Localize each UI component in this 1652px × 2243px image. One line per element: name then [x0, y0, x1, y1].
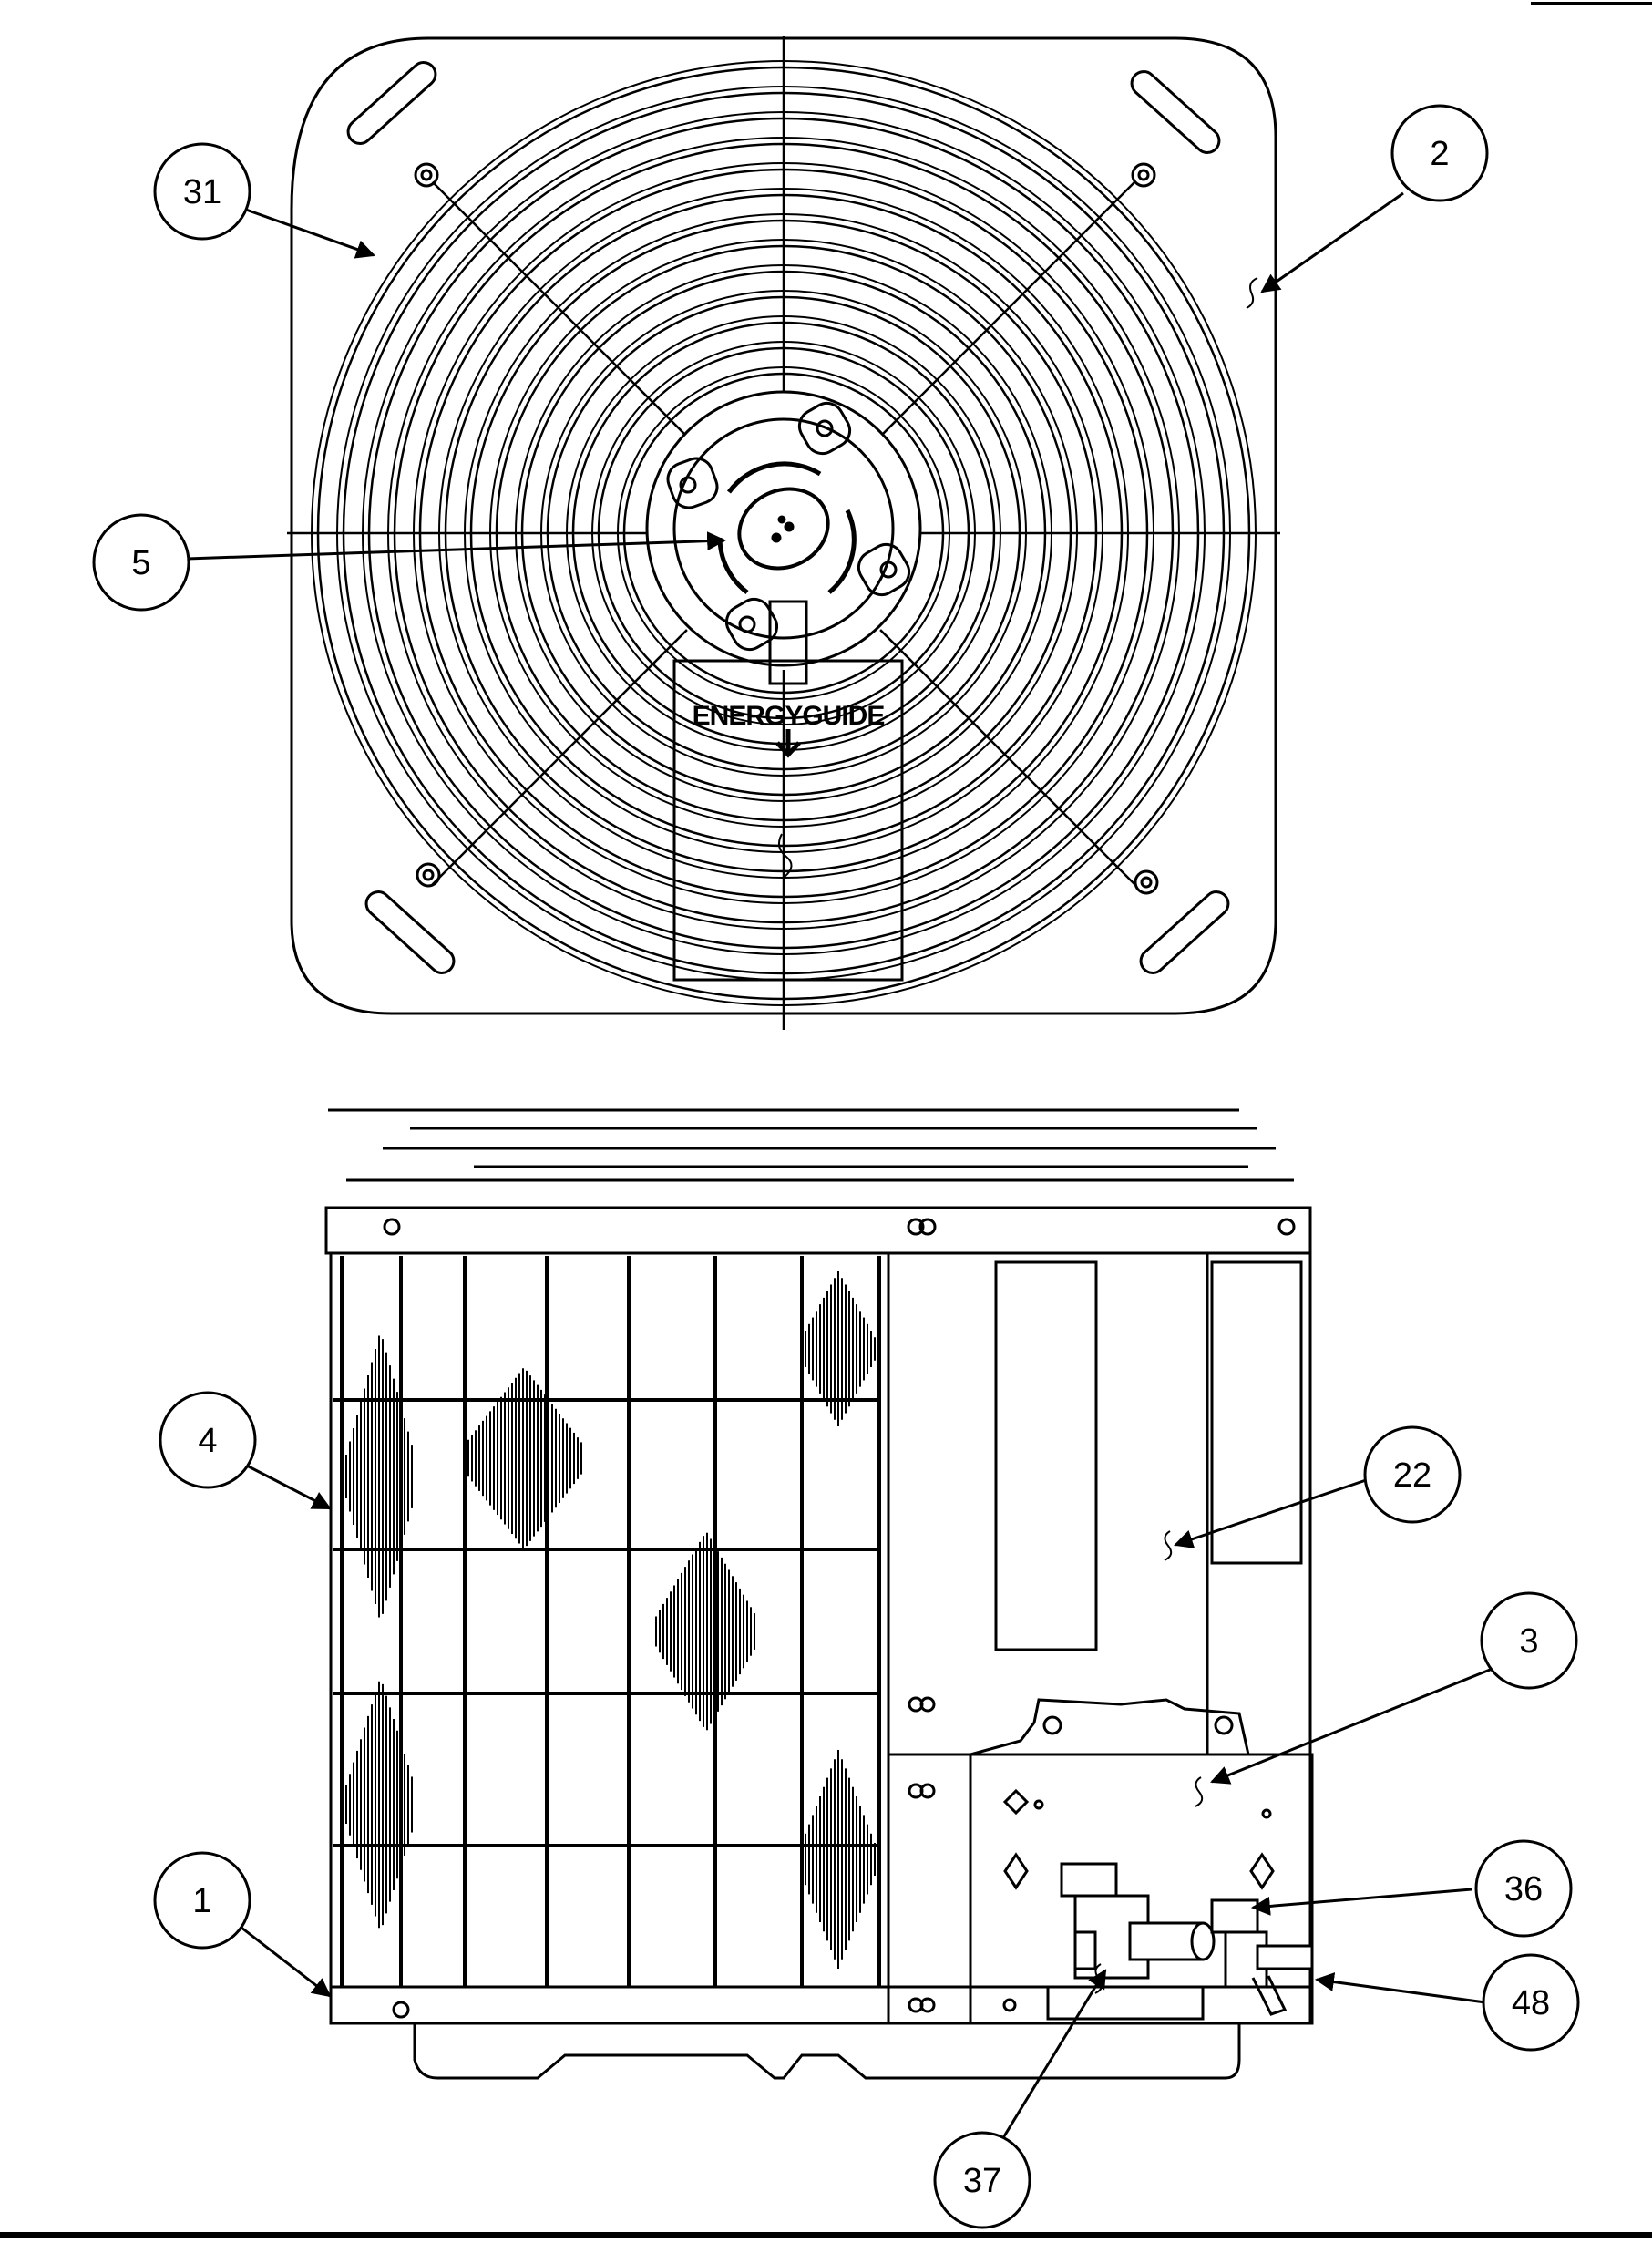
- grille-spoke: [879, 180, 1136, 437]
- fan-motor-hub: [645, 390, 922, 667]
- squiggle-mark: [777, 833, 793, 878]
- callout-3-label: 3: [1519, 1622, 1538, 1661]
- callout-1: 1: [153, 1851, 251, 1950]
- callout-22-label: 22: [1393, 1456, 1431, 1495]
- callout-5-label: 5: [131, 544, 150, 582]
- top-fins: [328, 1108, 1303, 1209]
- panel-fasteners: [383, 1218, 1296, 2019]
- callout-2-label: 2: [1430, 135, 1449, 173]
- callout-3: 3: [1480, 1591, 1578, 1690]
- corner-slots: [346, 61, 1230, 974]
- grille-spoke: [431, 629, 688, 886]
- cabinet-top-rail: [324, 1206, 1312, 1255]
- callout-4-label: 4: [198, 1422, 217, 1460]
- grille-spoke: [879, 629, 1136, 886]
- callout-2: 2: [1390, 104, 1489, 202]
- base-pan: [413, 2023, 1241, 2080]
- coil-guard: [333, 1256, 881, 1987]
- callout-36-label: 36: [1504, 1870, 1543, 1909]
- panel-window-2: [1210, 1260, 1303, 1565]
- callout-4: 4: [159, 1391, 257, 1489]
- energyguide-label: ENERGYGUIDE: [693, 701, 885, 731]
- panel-window-1: [994, 1260, 1098, 1651]
- mount-screws: [414, 162, 1159, 895]
- callout-1-label: 1: [192, 1882, 211, 1920]
- callout-lines: [186, 191, 1495, 2170]
- callout-31: 31: [153, 142, 251, 241]
- down-arrow-icon: [775, 729, 801, 758]
- squiggle-mark: [1164, 1530, 1173, 1561]
- service-cover: [969, 1698, 1314, 2025]
- coil-fins: [345, 1271, 876, 1969]
- front-view: [324, 1108, 1314, 2080]
- callout-36: 36: [1474, 1839, 1573, 1938]
- callout-37: 37: [933, 2131, 1031, 2229]
- callout-31-label: 31: [183, 173, 221, 211]
- access-panel: [887, 1251, 1312, 1756]
- grille-spoke: [431, 180, 688, 437]
- squiggle-mark: [1195, 1776, 1204, 1807]
- grille-spokes: [287, 36, 1280, 1030]
- callout-22: 22: [1363, 1425, 1462, 1524]
- callout-48-label: 48: [1512, 1984, 1550, 2022]
- callout-37-label: 37: [963, 2162, 1001, 2200]
- callout-5: 5: [92, 513, 190, 612]
- squiggle-mark: [1246, 277, 1258, 309]
- service-valves: [1046, 1862, 1314, 2021]
- top-view: ENERGYGUIDE: [287, 36, 1280, 1030]
- top-panel-outline: [290, 36, 1277, 1015]
- energyguide-tag: ENERGYGUIDE: [672, 600, 904, 982]
- callout-48: 48: [1482, 1953, 1580, 2052]
- cabinet-base-rail: [329, 1985, 1312, 2025]
